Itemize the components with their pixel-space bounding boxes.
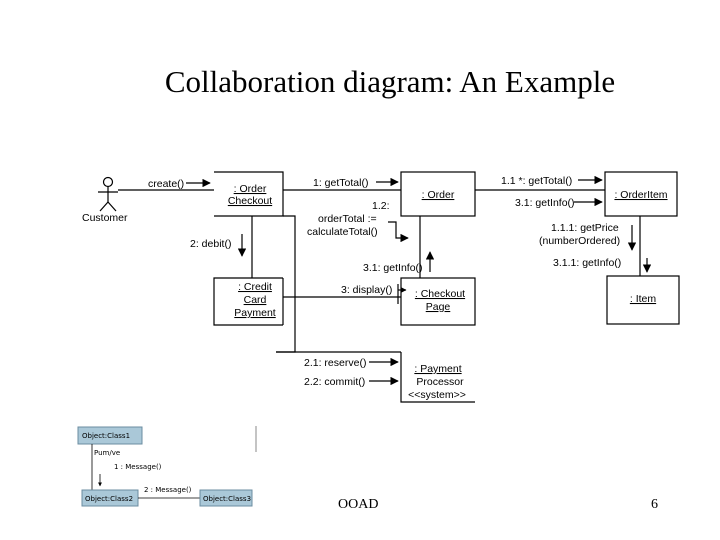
object-order-item-label: : OrderItem (614, 189, 667, 201)
object-payment-processor-line1: : Payment (414, 363, 461, 375)
object-payment-processor: : Payment Processor <<system>> (400, 352, 475, 403)
object-order-checkout-line2: Checkout (228, 195, 272, 207)
arrow-order-total (388, 221, 409, 243)
box-credit-card (213, 277, 283, 326)
customer-actor: Customer (82, 176, 128, 224)
actor-label: Customer (82, 212, 128, 224)
msg-commit: 2.2: commit() (304, 376, 365, 388)
legend-object1-box (77, 426, 143, 445)
msg-item-get-info: 3.1: getInfo() (515, 197, 575, 209)
box-checkout-page (400, 277, 476, 326)
object-item-label: : Item (630, 293, 657, 305)
msg-order-total-3: calculateTotal() (307, 226, 378, 238)
object-credit-card-line2: Card (244, 294, 267, 306)
link-checkout-processor (276, 215, 296, 353)
box-item (606, 275, 680, 325)
legend-role-label: Pum/ve (94, 449, 120, 457)
object-payment-processor-line2: Processor (416, 376, 464, 388)
msg-display: 3: display() (341, 284, 392, 296)
msg-order-total-1: 1.2: (372, 200, 390, 212)
box-order (400, 171, 476, 217)
msg-create: create() (148, 178, 184, 190)
msg-reserve: 2.1: reserve() (304, 357, 366, 369)
actor-leg-left (99, 201, 109, 212)
msg-get-price-1: 1.1.1: getPrice (551, 222, 619, 234)
object-order: : Order (400, 171, 476, 217)
actor-head (102, 176, 114, 188)
box-order-item (604, 171, 678, 217)
msg-debit: 2: debit() (190, 238, 231, 250)
msg-get-total: 1: getTotal() (313, 177, 368, 189)
msg-item-get-total: 1.1 *: getTotal() (501, 175, 572, 187)
object-item: : Item (606, 275, 680, 325)
object-payment-processor-line3: <<system>> (408, 389, 466, 401)
legend-object1-label: Object:Class1 (82, 432, 130, 440)
actor-leg-right (107, 201, 117, 212)
object-credit-card-line3: Payment (234, 307, 276, 319)
footer-label: OOAD (338, 497, 379, 512)
object-order-checkout-line1: : Order (234, 183, 267, 195)
legend-object3-box (199, 489, 253, 507)
msg-page-get-info: 3.1: getInfo() (363, 262, 423, 274)
legend-message1-label: 1 : Message() (114, 463, 162, 471)
object-order-checkout: : Order Checkout (214, 171, 284, 217)
msg-get-price-2: (numberOrdered) (539, 235, 620, 247)
object-credit-card-payment: : Credit Card Payment (213, 277, 284, 326)
object-credit-card-line1: : Credit (238, 281, 272, 293)
legend-message2-label: 2 : Message() (144, 486, 192, 494)
page-number: 6 (651, 497, 658, 512)
msg-order-total-2: orderTotal := (318, 213, 377, 225)
object-checkout-page-line1: : Checkout (415, 288, 465, 300)
legend-object2-label: Object:Class2 (85, 495, 133, 503)
object-checkout-page-line2: Page (426, 301, 451, 313)
legend-object3-label: Object:Class3 (203, 495, 251, 503)
box-payment-processor (400, 352, 475, 403)
object-order-label: : Order (422, 189, 455, 201)
object-order-item: : OrderItem (604, 171, 678, 217)
object-checkout-page: : Checkout Page (400, 277, 476, 326)
msg-price-get-info: 3.1.1: getInfo() (553, 257, 621, 269)
slide-title: Collaboration diagram: An Example (164, 64, 616, 99)
notation-legend: Object:Class1 Pum/ve 1 : Message() Objec… (77, 426, 257, 507)
box-order-checkout (214, 171, 284, 217)
